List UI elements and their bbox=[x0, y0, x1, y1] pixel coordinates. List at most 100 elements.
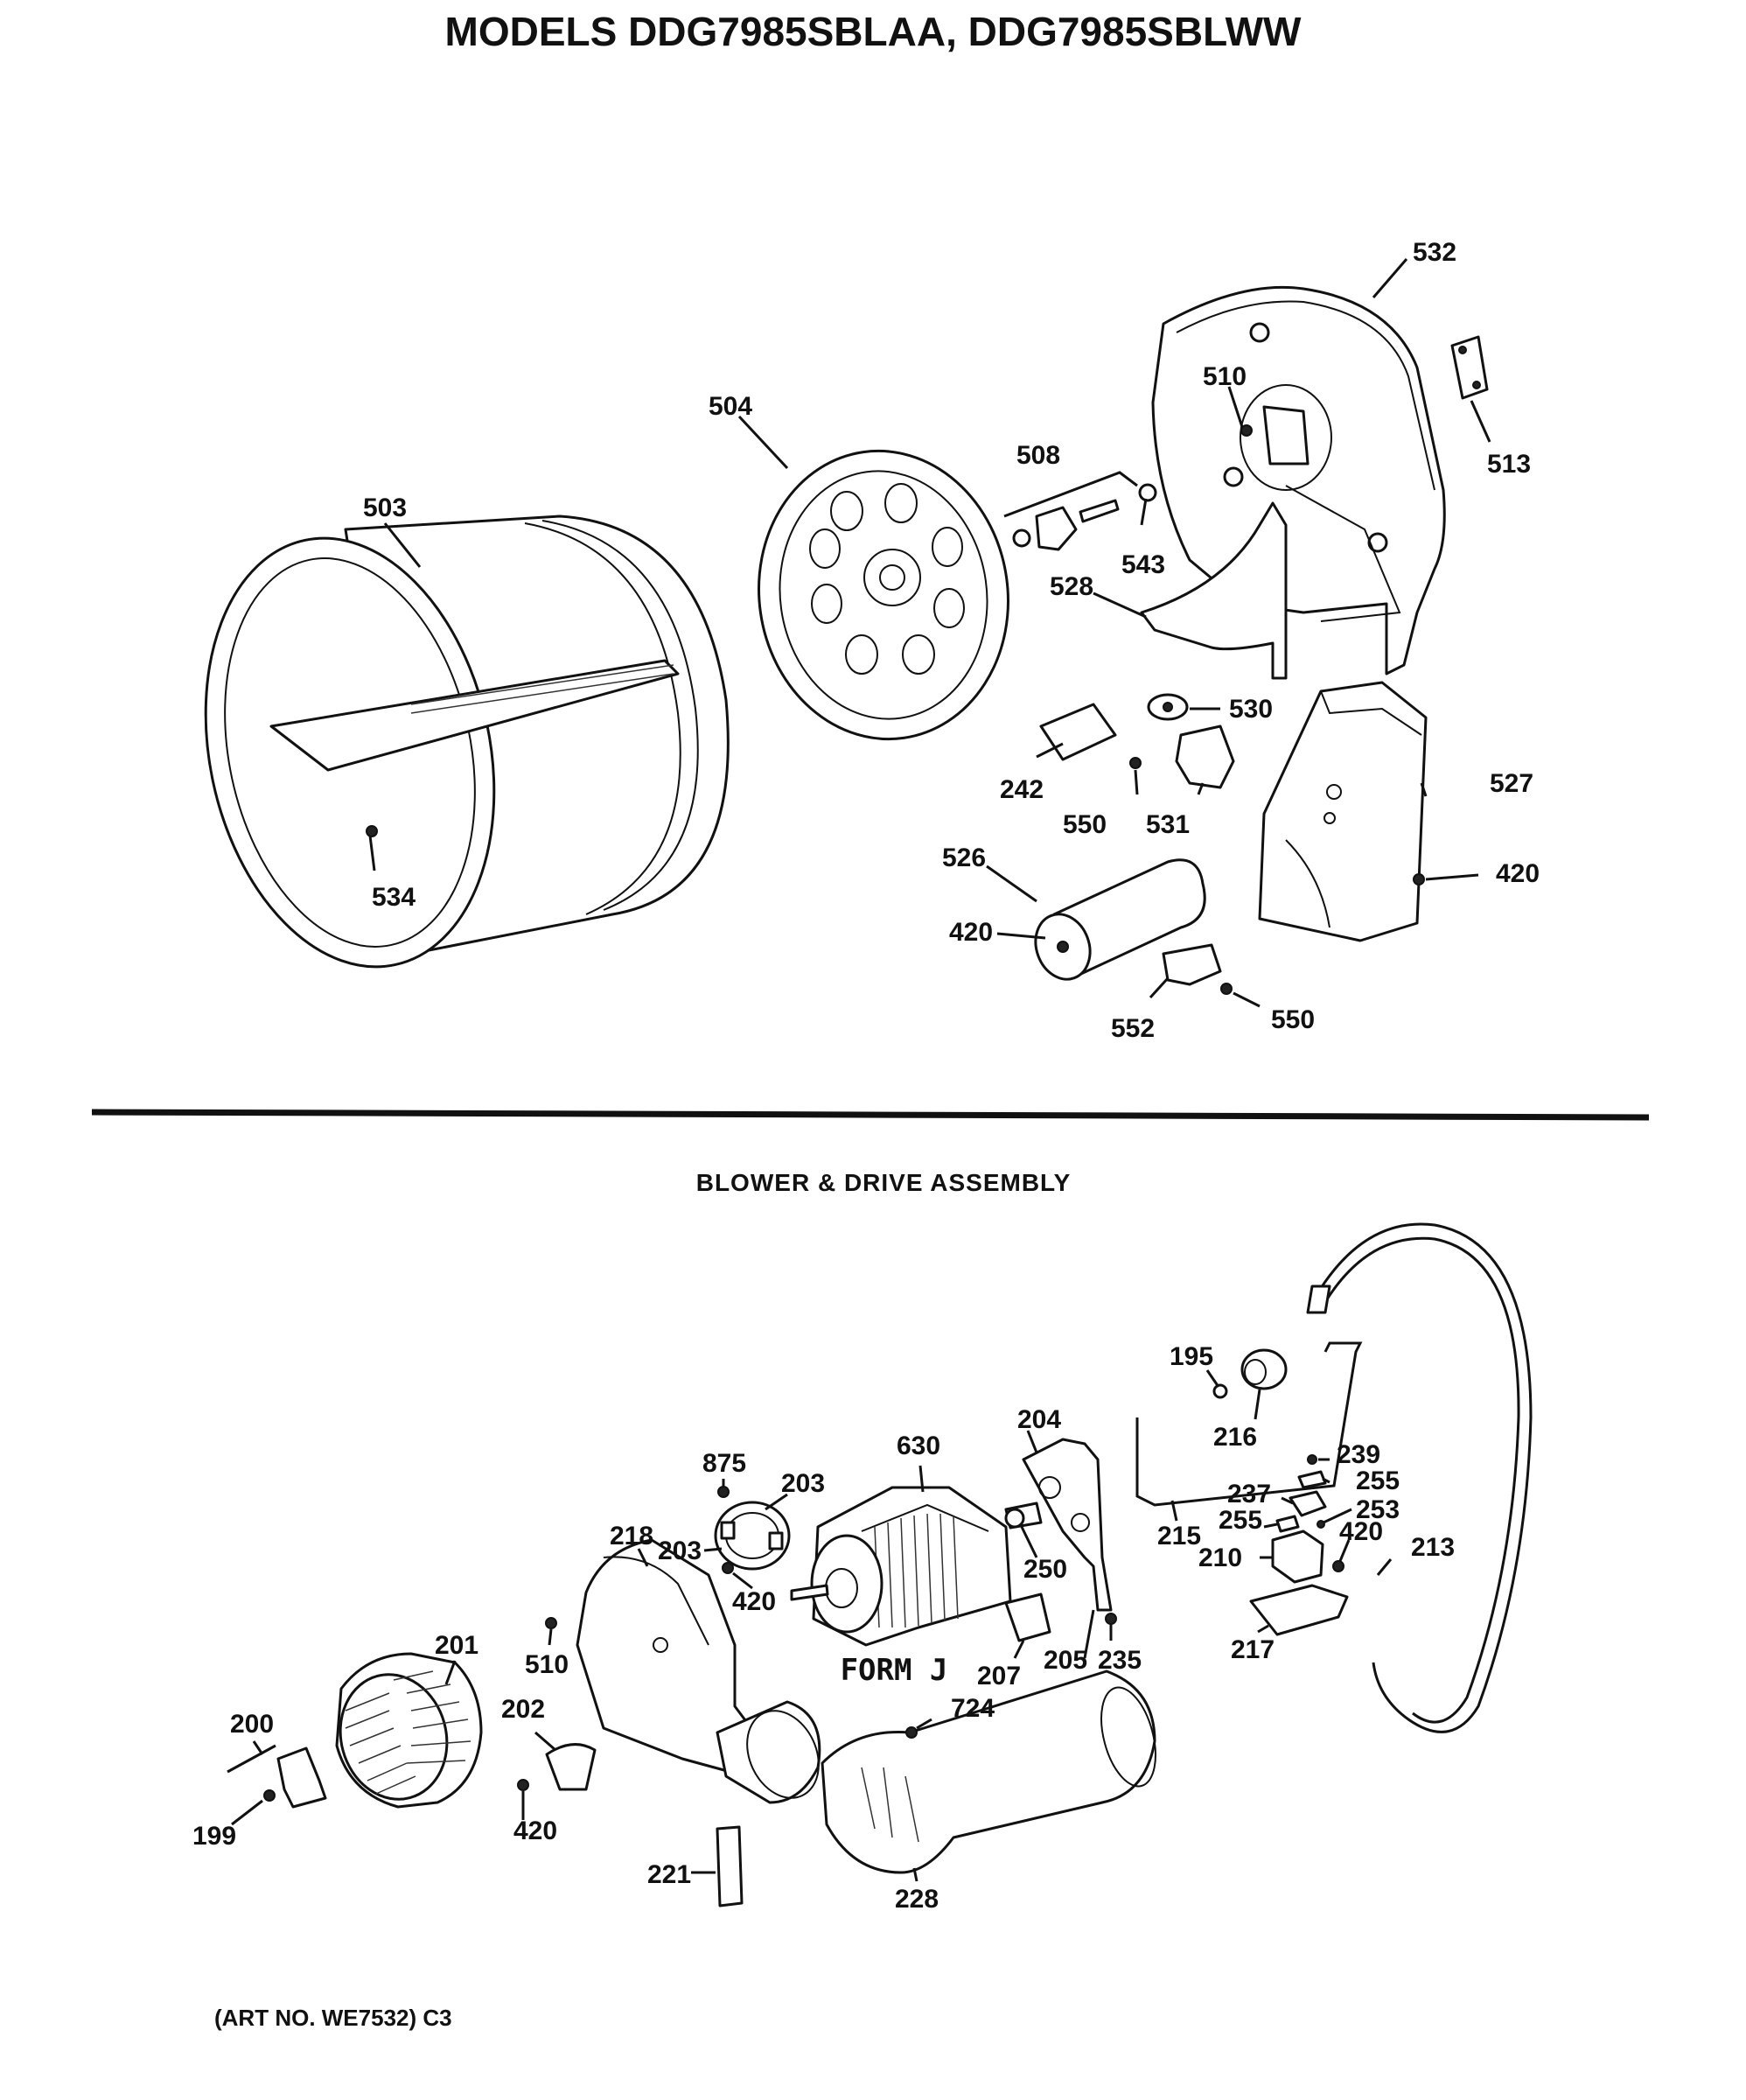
upper-callout-labels: 532 510 513 504 508 543 503 528 530 242 … bbox=[363, 238, 1540, 1043]
callout-503: 503 bbox=[363, 494, 407, 522]
drive-belt-part-213 bbox=[1306, 1222, 1533, 1733]
bearing-plate-part-513 bbox=[1450, 335, 1489, 400]
label-part-242 bbox=[1039, 703, 1117, 761]
callout-255: 255 bbox=[1356, 1466, 1400, 1495]
callout-530: 530 bbox=[1229, 695, 1273, 724]
idler-pulley-part-216 bbox=[1240, 1348, 1288, 1390]
switch-part-237 bbox=[1289, 1490, 1327, 1517]
callout-543: 543 bbox=[1121, 550, 1165, 579]
callout-228: 228 bbox=[895, 1885, 939, 1914]
callout-242: 242 bbox=[1000, 775, 1044, 804]
form-label: FORM J bbox=[841, 1653, 948, 1688]
callout-510: 510 bbox=[525, 1650, 569, 1679]
callout-216: 216 bbox=[1213, 1423, 1257, 1452]
motor-bracket-part-204 bbox=[1022, 1438, 1113, 1612]
screw-part-235 bbox=[1105, 1613, 1117, 1625]
lower-leader-lines bbox=[231, 1369, 1393, 1882]
drum-part-503 bbox=[204, 514, 730, 969]
washer-part-255 bbox=[1275, 1515, 1300, 1533]
callout-534: 534 bbox=[372, 883, 416, 912]
screw-part-510 bbox=[545, 1617, 557, 1629]
clamp-part-203 bbox=[714, 1501, 791, 1571]
capacitor-part-526 bbox=[1034, 858, 1206, 981]
callout-200: 200 bbox=[230, 1710, 274, 1739]
drum-rear-part-504 bbox=[758, 449, 1009, 741]
idler-rod-part-215 bbox=[1135, 1341, 1363, 1507]
screw-part-239 bbox=[1307, 1454, 1317, 1465]
section-title: BLOWER & DRIVE ASSEMBLY bbox=[696, 1169, 1072, 1196]
callout-875: 875 bbox=[702, 1449, 746, 1478]
callout-221: 221 bbox=[647, 1860, 691, 1889]
screw-part-724 bbox=[905, 1726, 918, 1739]
callout-195: 195 bbox=[1170, 1342, 1213, 1371]
callout-630: 630 bbox=[897, 1432, 940, 1460]
blower-wheel-part-201 bbox=[335, 1652, 483, 1809]
callout-255: 255 bbox=[1219, 1506, 1262, 1535]
callout-250: 250 bbox=[1023, 1555, 1067, 1584]
callout-420: 420 bbox=[732, 1587, 776, 1616]
screw-part-550 bbox=[1129, 757, 1142, 769]
screw-part-420 bbox=[1413, 873, 1425, 886]
lower-callout-labels: 195 204 216 239 255 237 253 255 875 630 … bbox=[192, 1342, 1455, 1914]
clip-part-195 bbox=[1212, 1383, 1228, 1399]
screw-part-420 bbox=[722, 1562, 734, 1574]
callout-531: 531 bbox=[1146, 810, 1190, 839]
callout-217: 217 bbox=[1231, 1635, 1275, 1664]
callout-210: 210 bbox=[1198, 1544, 1242, 1572]
upper-leader-lines bbox=[368, 258, 1491, 1008]
callout-724: 724 bbox=[951, 1694, 995, 1723]
screw-part-420 bbox=[1332, 1560, 1344, 1572]
plate-part-217 bbox=[1249, 1584, 1349, 1636]
callout-504: 504 bbox=[709, 392, 752, 421]
callout-207: 207 bbox=[977, 1662, 1021, 1690]
exhaust-duct-part-228 bbox=[821, 1670, 1156, 1874]
callout-253: 253 bbox=[1356, 1495, 1400, 1524]
callout-239: 239 bbox=[1337, 1440, 1380, 1469]
washer-part-255 bbox=[1297, 1470, 1327, 1489]
callout-510: 510 bbox=[1203, 362, 1247, 391]
callout-201: 201 bbox=[435, 1631, 478, 1660]
callout-205: 205 bbox=[1044, 1646, 1087, 1675]
callout-203: 203 bbox=[658, 1536, 702, 1565]
callout-532: 532 bbox=[1413, 238, 1456, 267]
callout-552: 552 bbox=[1111, 1014, 1155, 1043]
callout-528: 528 bbox=[1050, 572, 1093, 601]
callout-204: 204 bbox=[1017, 1405, 1061, 1434]
callout-203: 203 bbox=[781, 1469, 825, 1498]
callout-550: 550 bbox=[1271, 1005, 1315, 1034]
blower-housing-part-218 bbox=[576, 1538, 821, 1804]
callout-527: 527 bbox=[1490, 769, 1533, 798]
screw-part-199 bbox=[263, 1789, 276, 1802]
thermostat-part-530 bbox=[1147, 693, 1189, 721]
motor-part-630 bbox=[790, 1486, 1012, 1647]
bracket-part-210 bbox=[1271, 1530, 1324, 1584]
callout-213: 213 bbox=[1411, 1533, 1455, 1562]
callout-420: 420 bbox=[513, 1816, 557, 1845]
bracket-part-200 bbox=[227, 1744, 327, 1809]
callout-420: 420 bbox=[1339, 1517, 1383, 1546]
callout-218: 218 bbox=[610, 1522, 653, 1550]
callout-420: 420 bbox=[1496, 859, 1540, 888]
callout-526: 526 bbox=[942, 844, 986, 872]
screw-part-550 bbox=[1220, 983, 1233, 995]
callout-215: 215 bbox=[1157, 1522, 1201, 1550]
callout-235: 235 bbox=[1098, 1646, 1142, 1675]
callout-199: 199 bbox=[192, 1822, 236, 1851]
art-number: (ART NO. WE7532) C3 bbox=[214, 2005, 452, 2031]
seal-part-221 bbox=[716, 1825, 744, 1908]
screw-part-875 bbox=[717, 1486, 730, 1498]
callout-202: 202 bbox=[501, 1695, 545, 1724]
clip-part-552 bbox=[1162, 943, 1222, 986]
callout-508: 508 bbox=[1016, 441, 1060, 470]
clip-part-531 bbox=[1175, 724, 1235, 789]
roller-shaft-part-508 bbox=[1003, 471, 1157, 551]
callout-550: 550 bbox=[1063, 810, 1107, 839]
bracket-part-528 bbox=[1140, 501, 1288, 680]
switch-part-207 bbox=[1004, 1592, 1051, 1642]
screw-part-420 bbox=[517, 1779, 529, 1791]
heater-duct-part-527 bbox=[1258, 681, 1428, 942]
section-divider bbox=[91, 1109, 1650, 1121]
callout-237: 237 bbox=[1227, 1480, 1271, 1508]
page-title: MODELS DDG7985SBLAA, DDG7985SBLWW bbox=[445, 9, 1303, 54]
